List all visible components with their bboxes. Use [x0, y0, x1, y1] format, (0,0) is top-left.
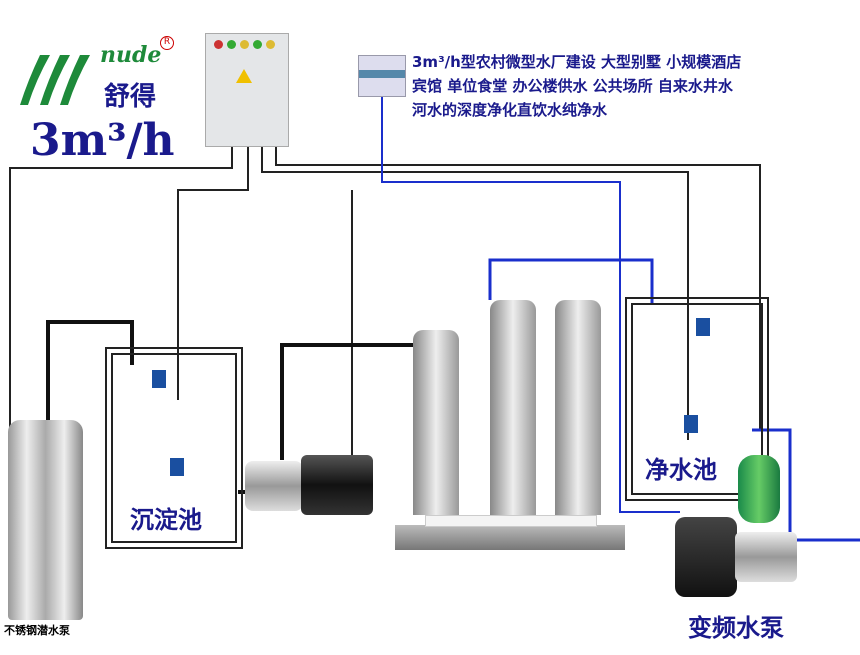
pipe-outlet — [752, 428, 860, 542]
wire-float-left — [177, 145, 249, 400]
wire-float-right — [261, 145, 689, 440]
brand-name: 舒得 — [104, 82, 157, 112]
float-switch — [170, 458, 184, 476]
description-line: 宾馆 单位食堂 办公楼供水 公共场所 自来水井水 — [412, 77, 733, 95]
sedimentation-tank-label: 沉淀池 — [130, 506, 202, 534]
float-switch — [696, 318, 710, 336]
pressure-tank — [738, 455, 780, 523]
wire-breaker — [381, 95, 680, 513]
registered-mark: R — [160, 36, 174, 50]
description-line: 3m³/h型农村微型水厂建设 大型别墅 小规模酒店 — [412, 53, 742, 71]
capacity-title: 3m³/h — [30, 115, 175, 166]
clean-water-tank-label: 净水池 — [645, 456, 717, 484]
logo-mark — [20, 50, 100, 110]
submersible-pump — [8, 420, 83, 620]
control-box — [205, 33, 289, 147]
sedimentation-tank — [105, 347, 243, 549]
float-switch — [152, 370, 166, 388]
circuit-breaker — [358, 55, 406, 97]
logo-text: nude — [100, 42, 162, 68]
vfd-pump — [675, 512, 800, 597]
pipe-to-clean-tank — [488, 258, 654, 305]
pipe-submersible — [46, 320, 134, 440]
vfd-pump-label: 变频水泵 — [688, 614, 784, 642]
warning-icon — [236, 69, 252, 83]
pipe-booster-out — [280, 343, 420, 460]
description: 3m³/h型农村微型水厂建设 大型别墅 小规模酒店 宾馆 单位食堂 办公楼供水 … — [412, 50, 741, 122]
float-switch — [684, 415, 698, 433]
description-line: 河水的深度净化直饮水纯净水 — [412, 101, 608, 119]
clean-water-tank — [625, 297, 769, 501]
submersible-pump-label: 不锈钢潜水泵 — [4, 624, 70, 637]
booster-pump — [245, 455, 373, 517]
wire-booster — [351, 190, 370, 471]
purification-unit — [395, 290, 625, 560]
